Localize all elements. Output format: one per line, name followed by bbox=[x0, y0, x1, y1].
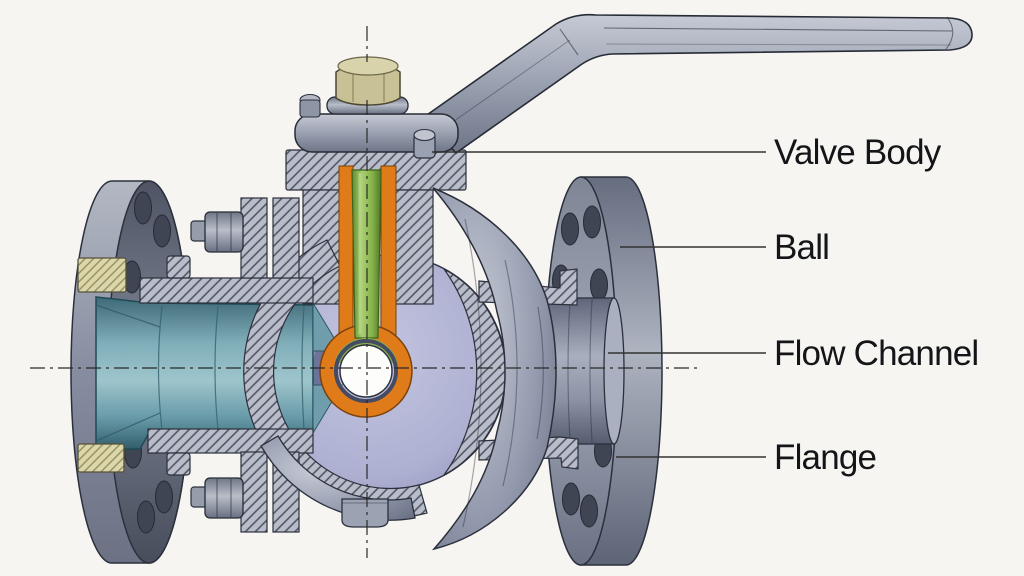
joint-flange-b-top bbox=[272, 197, 300, 279]
weld-neck-lip-top bbox=[166, 255, 191, 279]
stem-housing-right bbox=[394, 189, 434, 305]
pipe-wall-bottom bbox=[147, 428, 314, 454]
handle bbox=[422, 13, 973, 155]
body-bottom-cap bbox=[260, 435, 416, 521]
left-flange-section bbox=[77, 257, 127, 473]
part-labels: Valve Body Ball Flow Channel Flange bbox=[774, 133, 979, 477]
body-wall-right-crescent bbox=[443, 268, 507, 476]
outlet-pipe-end bbox=[603, 297, 625, 445]
stem-bore bbox=[339, 344, 393, 398]
drain-boss bbox=[341, 498, 389, 528]
joint-nut-bottom bbox=[204, 477, 244, 519]
joint-flange-a-top bbox=[240, 197, 268, 279]
joint-nut-top bbox=[204, 211, 244, 253]
packing-right bbox=[380, 165, 397, 347]
part-label-ball: Ball bbox=[774, 228, 829, 267]
body-joint-bolts bbox=[190, 211, 244, 519]
weld-neck-lip-bottom bbox=[166, 452, 191, 476]
flow-channel bbox=[95, 296, 343, 450]
stem-nut-top bbox=[337, 56, 399, 76]
stem-socket-ring bbox=[334, 339, 398, 403]
stem-top-hardware bbox=[294, 56, 459, 159]
outlet-pipe bbox=[547, 297, 625, 445]
joint-flange-a-bottom bbox=[240, 451, 268, 533]
packing-left bbox=[338, 165, 354, 347]
part-label-flange: Flange bbox=[774, 438, 876, 477]
body-dome bbox=[260, 187, 557, 551]
part-label-flow-channel: Flow Channel bbox=[774, 334, 978, 373]
stop-pin-left bbox=[299, 99, 321, 118]
leader-lines bbox=[432, 151, 766, 458]
part-label-valve-body: Valve Body bbox=[774, 133, 942, 172]
handle-lever bbox=[422, 13, 973, 155]
pipe-wall-top bbox=[139, 277, 314, 304]
centerlines bbox=[30, 26, 698, 558]
